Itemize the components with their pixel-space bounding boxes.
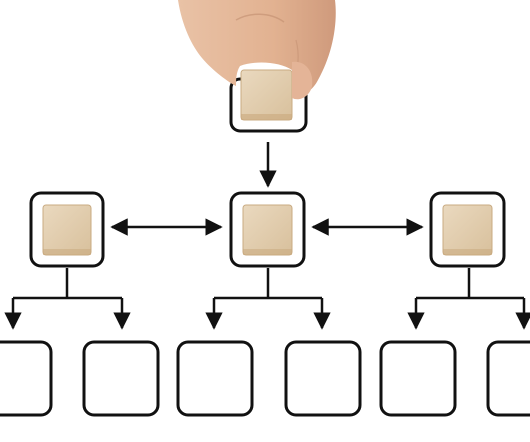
- bottom-node-2: [82, 340, 160, 417]
- branch-left: [4, 268, 131, 330]
- wood-block-center: [242, 204, 293, 256]
- bottom-node-3: [176, 340, 254, 417]
- wood-block-left: [42, 204, 92, 256]
- bottom-node-4: [284, 340, 362, 417]
- bottom-node-6: [486, 340, 530, 417]
- wood-block-right: [442, 204, 493, 256]
- branch-right: [407, 268, 530, 330]
- branch-center: [205, 268, 331, 330]
- bottom-node-5: [379, 340, 457, 417]
- top-wood-block: [240, 69, 293, 121]
- bottom-node-1: [0, 340, 53, 417]
- thumb: [292, 61, 313, 100]
